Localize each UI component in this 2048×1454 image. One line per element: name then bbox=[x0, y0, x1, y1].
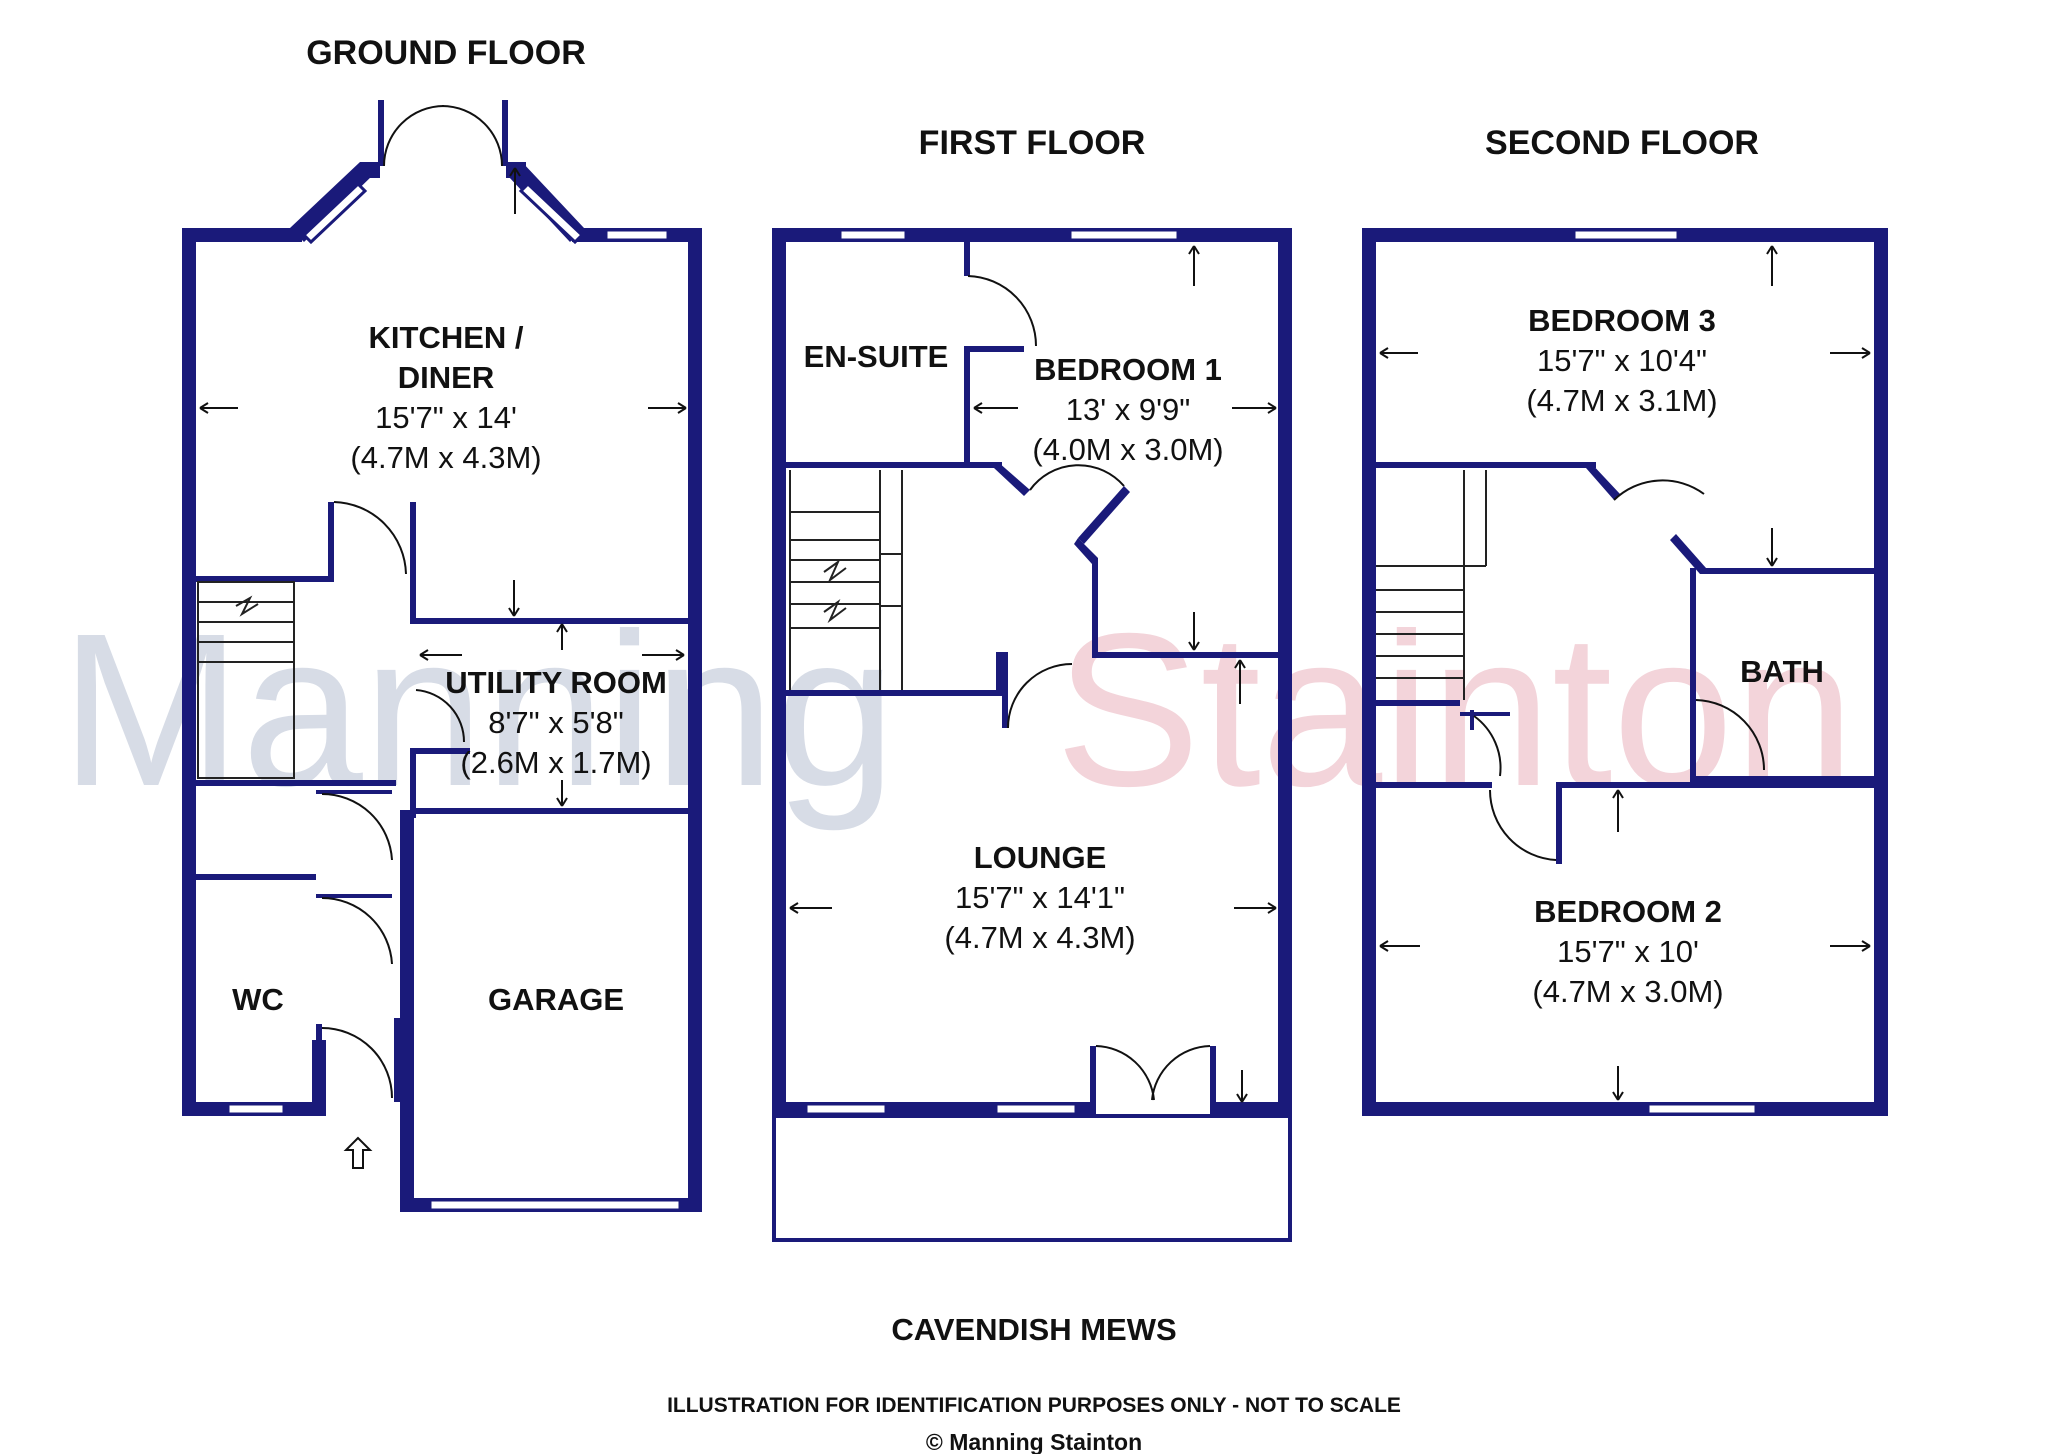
bedroom1-imperial: 13' x 9'9" bbox=[1066, 392, 1191, 427]
dimension-arrow-icon bbox=[199, 167, 687, 807]
second-doors bbox=[1473, 479, 1765, 861]
first-doors bbox=[967, 275, 1211, 1101]
watermark: Manning Stainton bbox=[60, 589, 1855, 832]
kitchen-metric: (4.7M x 4.3M) bbox=[350, 440, 541, 475]
second-stairs bbox=[1376, 470, 1487, 700]
wc-name: WC bbox=[232, 982, 284, 1017]
ground-stairs bbox=[197, 581, 295, 779]
first-floor-heading: FIRST FLOOR bbox=[919, 124, 1146, 162]
copyright: © Manning Stainton bbox=[926, 1429, 1142, 1454]
first-floor-plan bbox=[772, 228, 1292, 1242]
property-name: CAVENDISH MEWS bbox=[891, 1312, 1176, 1347]
bedroom3-metric: (4.7M x 3.1M) bbox=[1526, 383, 1717, 418]
ensuite-name: EN-SUITE bbox=[804, 339, 949, 374]
watermark-right: Stainton bbox=[1055, 589, 1855, 832]
watermark-left: Manning bbox=[60, 589, 896, 832]
ground-doors bbox=[321, 105, 503, 1099]
garage-name: GARAGE bbox=[488, 982, 624, 1017]
bedroom3-name: BEDROOM 3 bbox=[1528, 303, 1716, 338]
bedroom2-imperial: 15'7" x 10' bbox=[1557, 934, 1699, 969]
bath-name: BATH bbox=[1740, 654, 1824, 689]
second-floor-heading: SECOND FLOOR bbox=[1485, 124, 1759, 162]
kitchen-name-line1: KITCHEN / bbox=[369, 320, 524, 355]
ground-floor-heading: GROUND FLOOR bbox=[306, 34, 586, 72]
bedroom1-name: BEDROOM 1 bbox=[1034, 352, 1222, 387]
lounge-metric: (4.7M x 4.3M) bbox=[944, 920, 1135, 955]
lounge-imperial: 15'7" x 14'1" bbox=[955, 880, 1125, 915]
utility-imperial: 8'7" x 5'8" bbox=[488, 705, 624, 740]
bedroom2-metric: (4.7M x 3.0M) bbox=[1532, 974, 1723, 1009]
utility-metric: (2.6M x 1.7M) bbox=[460, 745, 651, 780]
bedroom2-name: BEDROOM 2 bbox=[1534, 894, 1722, 929]
ground-floor-plan bbox=[182, 100, 702, 1212]
lounge-name: LOUNGE bbox=[974, 840, 1107, 875]
utility-name: UTILITY ROOM bbox=[445, 665, 667, 700]
kitchen-imperial: 15'7" x 14' bbox=[375, 400, 517, 435]
bedroom3-imperial: 15'7" x 10'4" bbox=[1537, 343, 1707, 378]
second-floor-plan bbox=[1362, 228, 1888, 1116]
disclaimer: ILLUSTRATION FOR IDENTIFICATION PURPOSES… bbox=[667, 1394, 1401, 1417]
dimension-arrow-icon bbox=[789, 245, 1277, 1103]
entrance-arrow-icon bbox=[343, 1136, 373, 1169]
dimension-arrow-icon bbox=[1379, 245, 1871, 1101]
kitchen-name-line2: DINER bbox=[398, 360, 494, 395]
first-stairs bbox=[789, 470, 903, 690]
bedroom1-metric: (4.0M x 3.0M) bbox=[1032, 432, 1223, 467]
